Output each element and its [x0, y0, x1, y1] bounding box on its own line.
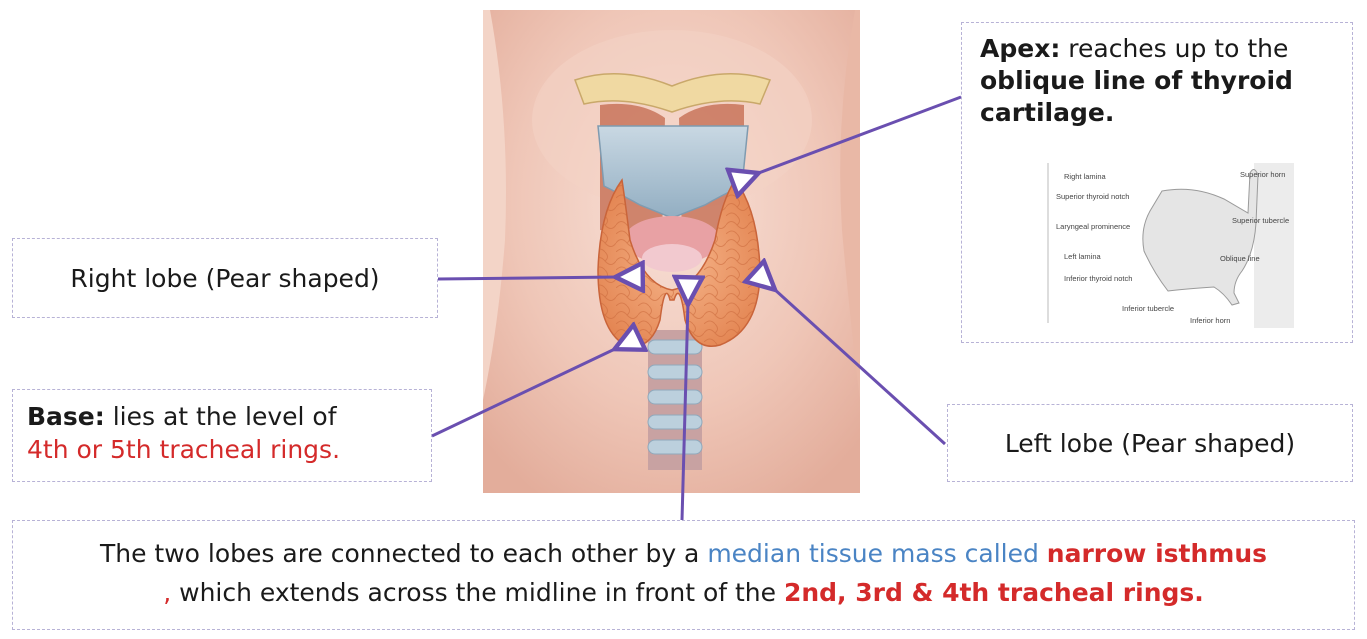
apex-text: reaches up to the	[1060, 34, 1288, 63]
left-lobe-label-box: Left lobe (Pear shaped)	[947, 404, 1353, 482]
isthmus-text-2: which extends across the midline in fron…	[171, 578, 784, 607]
isthmus-bold-red-2: 2nd, 3rd & 4th tracheal rings.	[784, 578, 1204, 607]
apex-bold-2: oblique line of thyroid cartilage.	[980, 66, 1293, 127]
isthmus-comma: ,	[163, 578, 171, 607]
inset-oblique-line: Oblique line	[1220, 254, 1260, 263]
thyroid-cartilage-inset: Right lamina Superior thyroid notch Lary…	[1044, 163, 1294, 328]
trachea	[648, 330, 702, 470]
inset-superior-tubercle: Superior tubercle	[1232, 216, 1289, 225]
inset-left-lamina: Left lamina	[1064, 252, 1102, 261]
arrow-right-lobe	[438, 277, 618, 279]
right-lobe-label: Right lobe (Pear shaped)	[70, 264, 379, 293]
base-text: lies at the level of	[105, 402, 337, 431]
isthmus-bold-red: narrow isthmus	[1047, 539, 1267, 568]
inset-inferior-horn: Inferior horn	[1190, 316, 1230, 325]
base-rings: 4th or 5th tracheal rings.	[27, 433, 417, 466]
inset-right-lamina: Right lamina	[1064, 172, 1107, 181]
isthmus-description-box: The two lobes are connected to each othe…	[12, 520, 1355, 630]
inset-superior-horn: Superior horn	[1240, 170, 1285, 179]
inset-laryngeal-prominence: Laryngeal prominence	[1056, 222, 1130, 231]
isthmus-blue: median tissue mass called	[707, 539, 1046, 568]
isthmus-text-1: The two lobes are connected to each othe…	[100, 539, 707, 568]
base-label-box: Base: lies at the level of 4th or 5th tr…	[12, 389, 432, 482]
left-lobe-label: Left lobe (Pear shaped)	[1005, 429, 1295, 458]
apex-label-box: Apex: reaches up to the oblique line of …	[961, 22, 1353, 343]
inset-inferior-thyroid-notch: Inferior thyroid notch	[1064, 274, 1132, 283]
base-bold: Base:	[27, 402, 105, 431]
right-lobe-label-box: Right lobe (Pear shaped)	[12, 238, 438, 318]
apex-bold: Apex:	[980, 34, 1060, 63]
inset-inferior-tubercle: Inferior tubercle	[1122, 304, 1174, 313]
inset-superior-thyroid-notch: Superior thyroid notch	[1056, 192, 1129, 201]
